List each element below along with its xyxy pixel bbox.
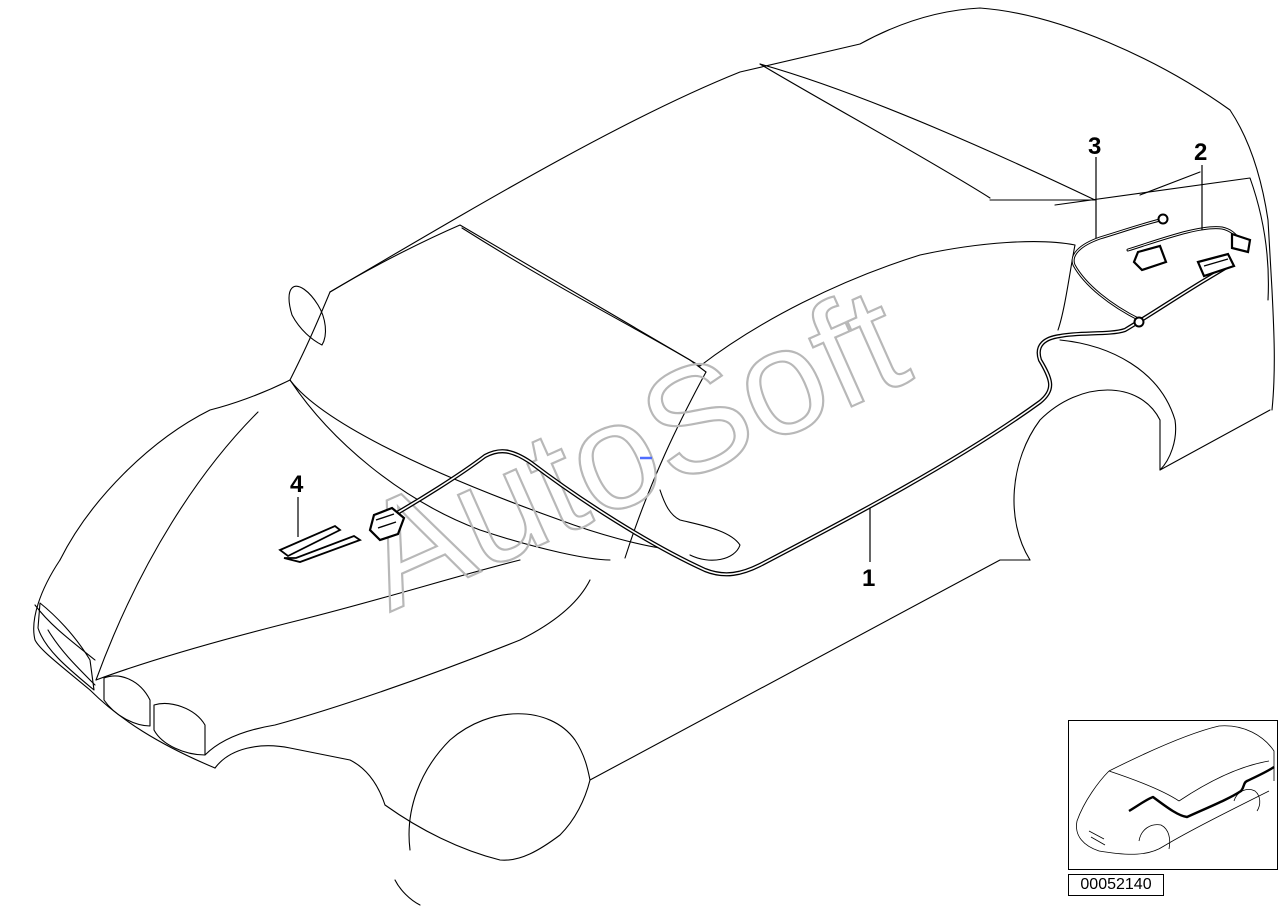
rear-harness-connectors <box>1126 226 1252 278</box>
watermark-text: AutoSoft <box>335 254 929 642</box>
callout-4: 4 <box>290 471 304 498</box>
thumbnail-overview <box>1068 720 1278 870</box>
thumbnail-car-drawing <box>1076 725 1275 855</box>
callout-3: 3 <box>1088 133 1101 160</box>
car-outline <box>33 7 1275 906</box>
rear-sensor-lead <box>1071 213 1169 328</box>
callout-1: 1 <box>862 565 875 592</box>
cable-strips <box>278 524 362 563</box>
part-number-label: 00052140 <box>1068 874 1164 896</box>
main-wiring-harness <box>368 265 1228 577</box>
callout-2: 2 <box>1194 139 1207 166</box>
